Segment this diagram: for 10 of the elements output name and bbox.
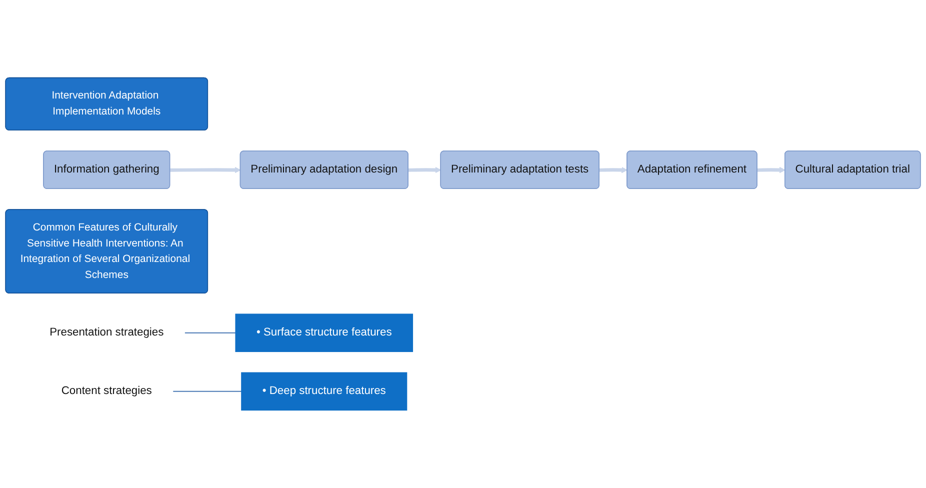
connector (184, 332, 236, 334)
arrow (170, 166, 241, 174)
arrow (408, 166, 442, 174)
arrow (757, 166, 786, 174)
node-box: • Surface structure features (235, 314, 414, 352)
node-text: Content strategies (61, 385, 152, 397)
node-box: • Deep structure features (241, 372, 408, 411)
connector (172, 390, 242, 392)
arrow (599, 166, 628, 174)
node-text: Presentation strategies (50, 326, 164, 338)
